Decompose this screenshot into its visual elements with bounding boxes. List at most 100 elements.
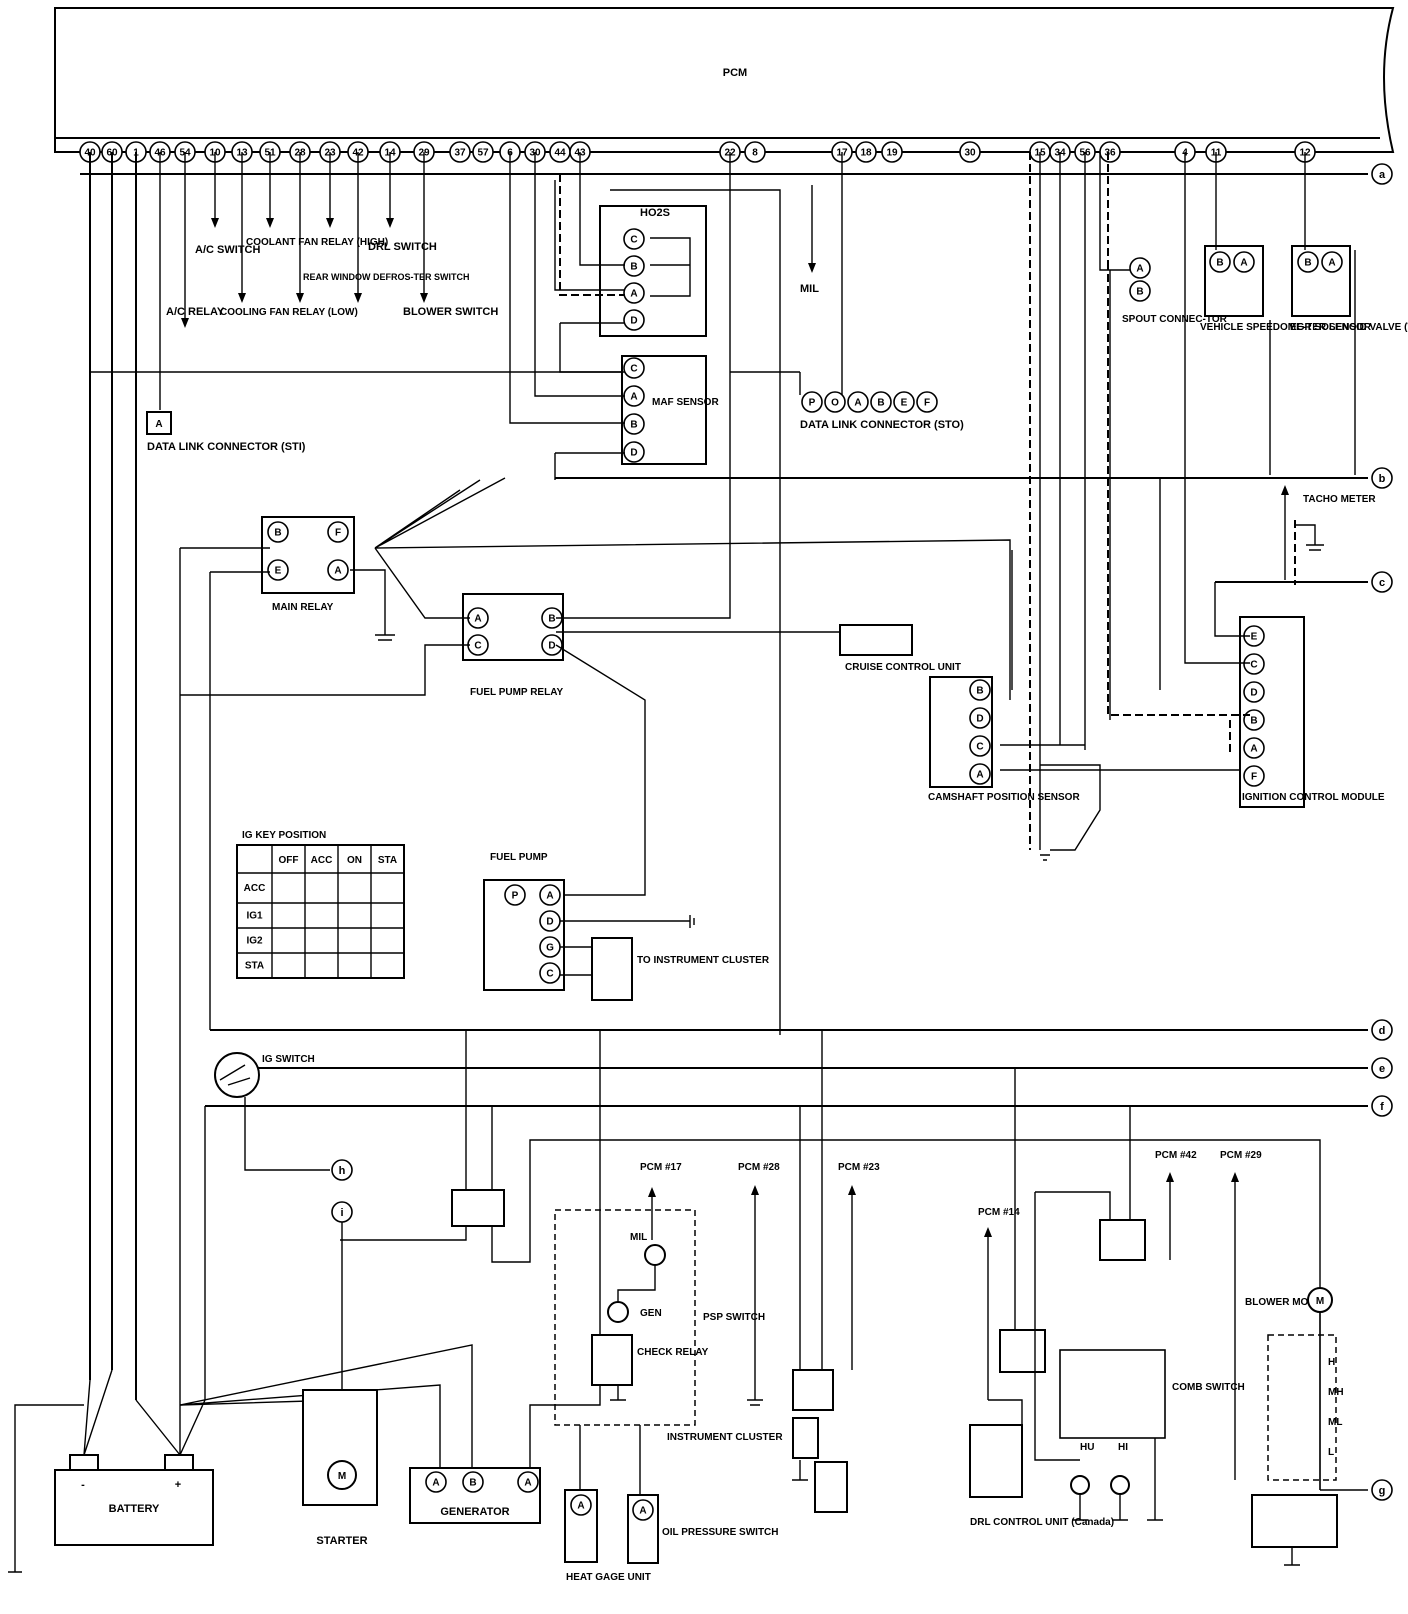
svg-text:A: A (1240, 258, 1247, 269)
svg-text:F: F (1251, 772, 1257, 783)
ig-row-0: ACC (244, 883, 266, 894)
icm-pin-1: C (1243, 653, 1265, 675)
pcm42-label: PCM #42 (1155, 1150, 1197, 1161)
dlc-sto-pin-0: P (801, 391, 823, 413)
svg-text:e: e (1379, 1063, 1385, 1075)
pcm-box (54, 7, 1395, 153)
connector-c (1371, 571, 1393, 593)
battery-label: BATTERY (109, 1503, 160, 1515)
starter-label: STARTER (316, 1535, 367, 1547)
spout-pin-0: A (1129, 257, 1151, 279)
hi-label: HI (1118, 1442, 1128, 1453)
svg-text:36: 36 (1104, 148, 1116, 159)
ig-key-position-label: IG KEY POSITION (242, 830, 326, 841)
main-relay-pin-0: B (267, 521, 289, 543)
to-cluster-box (591, 937, 633, 1001)
maf-pin-0: C (623, 357, 645, 379)
svg-text:B: B (1250, 716, 1257, 727)
check-relay-label: CHECK RELAY (637, 1347, 709, 1358)
comb-switch-box (1059, 1349, 1166, 1439)
svg-text:A: A (334, 566, 341, 577)
dlc-sto-pin-2: A (847, 391, 869, 413)
svg-text:D: D (548, 641, 555, 652)
instrument-cluster-box (554, 1209, 696, 1426)
icm-pin-2: D (1243, 681, 1265, 703)
ig-header-0: OFF (279, 855, 299, 866)
headlight-hi (1110, 1475, 1130, 1495)
fuel-pump-pin-4: C (539, 962, 561, 984)
svg-text:i: i (340, 1207, 343, 1219)
gen-label: GEN (640, 1308, 662, 1319)
icm-pin-3: B (1243, 709, 1265, 731)
comb-relay-box (1099, 1219, 1146, 1261)
svg-text:F: F (335, 528, 341, 539)
svg-text:A: A (546, 891, 553, 902)
blower-switch-label: BLOWER SWITCH (403, 306, 498, 318)
cmp-pin-3: A (969, 763, 991, 785)
switch-arrows (159, 152, 428, 410)
fuel-pump-relay-label: FUEL PUMP RELAY (470, 687, 563, 698)
svg-text:B: B (274, 528, 281, 539)
svg-text:E: E (901, 398, 908, 409)
svg-text:B: B (630, 262, 637, 273)
connector-b (1371, 467, 1393, 489)
icm-pin-4: A (1243, 737, 1265, 759)
pcm-pin-36: 36 (1099, 141, 1121, 163)
spout-label: SPOUT CONNEC-TOR (1122, 314, 1228, 325)
svg-text:A: A (630, 289, 637, 300)
dlc-sto-label: DATA LINK CONNECTOR (STO) (800, 419, 964, 431)
ig-table-frame (236, 844, 405, 979)
ig-switch-symbol (214, 1052, 260, 1098)
svg-text:C: C (546, 969, 553, 980)
pcm23-label: PCM #23 (838, 1162, 880, 1173)
oil-pin-0: A (632, 1499, 654, 1521)
gen-pin-2: A (517, 1471, 539, 1493)
main-relay-label: MAIN RELAY (272, 602, 334, 613)
maf-sensor-label: MAF SENSOR (652, 397, 719, 408)
maf-pin-3: D (623, 441, 645, 463)
lo-label: HU (1080, 1442, 1094, 1453)
ho2s-pin-3: D (623, 309, 645, 331)
gen-lamp (607, 1301, 629, 1323)
svg-text:30: 30 (964, 148, 976, 159)
rear-defroster-label: REAR WINDOW DEFROS-TER SWITCH (303, 272, 470, 282)
fuel-pump-pin-1: A (539, 884, 561, 906)
svg-text:H: H (1328, 1357, 1335, 1368)
svg-text:A: A (1328, 258, 1335, 269)
svg-text:g: g (1379, 1485, 1386, 1497)
svg-text:B: B (976, 686, 983, 697)
mil-label: MIL (800, 283, 819, 295)
svg-text:D: D (630, 448, 637, 459)
connector-d (1371, 1019, 1393, 1041)
fpr-pin-3: D (541, 634, 563, 656)
svg-text:C: C (630, 235, 637, 246)
svg-text:C: C (1250, 660, 1257, 671)
svg-text:-: - (81, 1479, 85, 1491)
svg-text:B: B (1304, 258, 1311, 269)
ac-relay-label: A/C RELAY (166, 306, 225, 318)
battery-box (54, 1469, 214, 1546)
tacho-label: TACHO METER (1303, 494, 1376, 505)
battery-plus-terminal (164, 1454, 194, 1471)
ig-row-1: IG1 (246, 911, 263, 922)
comb-switch-label: COMB SWITCH (1172, 1382, 1245, 1393)
ho2s-pin-0: C (623, 228, 645, 250)
svg-text:+: + (175, 1479, 181, 1491)
ho2s-pin-1: B (623, 255, 645, 277)
ho2s-pins: C B A D (623, 228, 645, 331)
maf-pin-1: A (623, 385, 645, 407)
svg-text:B: B (548, 614, 555, 625)
dlc-sti-label: DATA LINK CONNECTOR (STI) (147, 441, 306, 453)
svg-text:L: L (1328, 1447, 1334, 1458)
svg-text:P: P (512, 891, 519, 902)
svg-text:D: D (976, 714, 983, 725)
spout-pin-1: B (1129, 280, 1151, 302)
svg-text:D: D (630, 316, 637, 327)
vss-label: VEHICLE SPEEDOME-TER SENSOR (1200, 322, 1372, 333)
connector-e (1371, 1057, 1393, 1079)
dlc-sto-pin-1: O (824, 391, 846, 413)
svg-text:h: h (339, 1165, 346, 1177)
drl-relay2-box (999, 1329, 1046, 1373)
